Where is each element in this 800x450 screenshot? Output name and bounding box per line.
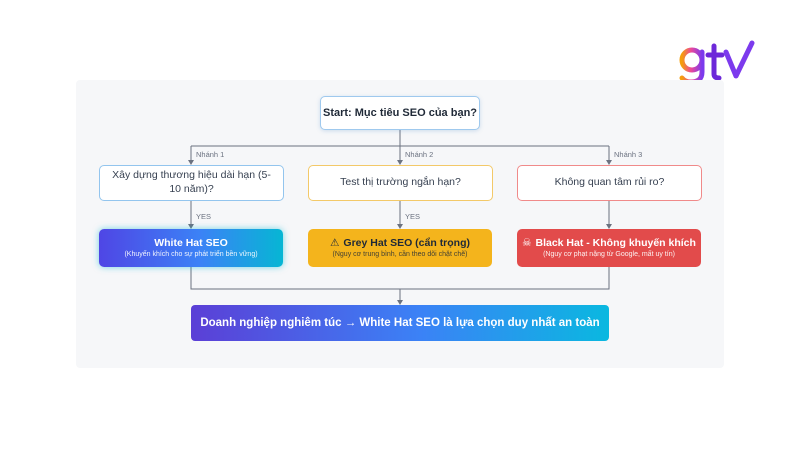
branch-label-3: Nhánh 3 xyxy=(614,150,643,159)
question-node-3: Không quan tâm rủi ro? xyxy=(517,165,702,201)
question-node-2: Test thị trường ngắn hạn? xyxy=(308,165,493,201)
conclusion-banner: Doanh nghiệp nghiêm túc → White Hat SEO … xyxy=(191,305,609,341)
result-black-hat: ☠Black Hat - Không khuyến khích (Nguy cơ… xyxy=(517,229,701,267)
result-white-hat: White Hat SEO (Khuyến khích cho sự phát … xyxy=(99,229,283,267)
result-grey-hat: ⚠Grey Hat SEO (cẩn trọng) (Nguy cơ trung… xyxy=(308,229,492,267)
question-text-3: Không quan tâm rủi ro? xyxy=(554,176,665,189)
question-text-2: Test thị trường ngắn hạn? xyxy=(340,176,461,189)
yes-label-1: YES xyxy=(196,212,212,221)
result-subtitle-black-hat: (Nguy cơ phạt nặng từ Google, mất uy tín… xyxy=(543,251,675,259)
question-node-1: Xây dựng thương hiệu dài hạn (5-10 năm)? xyxy=(99,165,284,201)
result-title-grey-hat: ⚠Grey Hat SEO (cẩn trọng) xyxy=(330,237,470,250)
result-subtitle-grey-hat: (Nguy cơ trung bình, cần theo dõi chặt c… xyxy=(332,251,468,259)
result-title-black-hat: ☠Black Hat - Không khuyến khích xyxy=(522,237,696,250)
result-title-text-1: White Hat SEO xyxy=(154,236,228,249)
yes-label-2: YES xyxy=(405,212,421,221)
skull-icon: ☠ xyxy=(522,236,532,249)
result-title-white-hat: White Hat SEO xyxy=(154,237,228,250)
conclusion-text: Doanh nghiệp nghiêm túc → White Hat SEO … xyxy=(200,317,600,329)
question-text-1: Xây dựng thương hiệu dài hạn (5-10 năm)? xyxy=(112,169,271,195)
branch-label-2: Nhánh 2 xyxy=(405,150,434,159)
warning-icon: ⚠ xyxy=(329,236,340,249)
start-node: Start: Mục tiêu SEO của bạn? xyxy=(320,96,480,130)
result-title-text-2: Grey Hat SEO (cẩn trọng) xyxy=(343,236,471,249)
result-subtitle-white-hat: (Khuyến khích cho sự phát triển bền vững… xyxy=(124,251,258,259)
branch-label-1: Nhánh 1 xyxy=(196,150,225,159)
result-title-text-3: Black Hat - Không khuyến khích xyxy=(535,236,696,249)
